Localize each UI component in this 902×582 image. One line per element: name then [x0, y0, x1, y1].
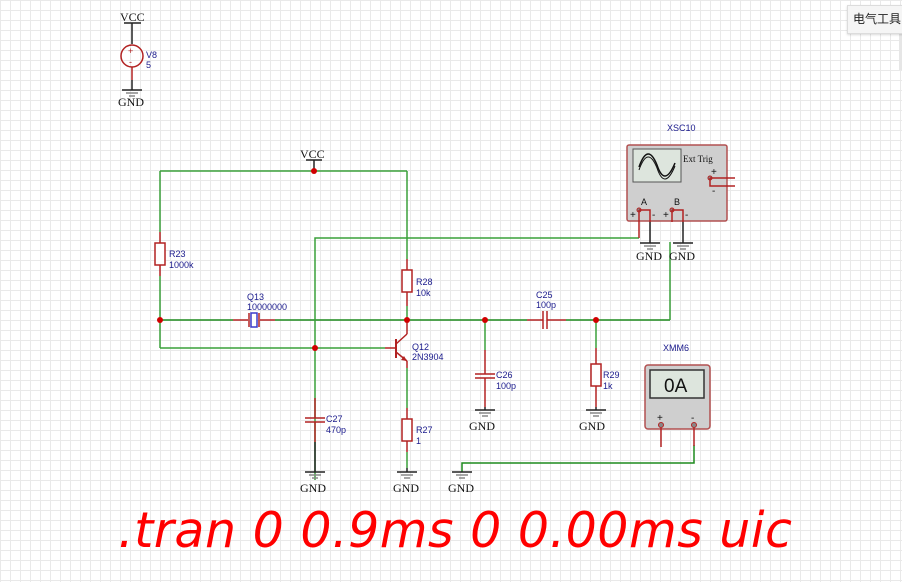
c26-value: 100p	[496, 381, 516, 391]
q12-collector	[395, 333, 408, 345]
c26-ref: C26	[496, 370, 513, 380]
junction-dot	[482, 317, 488, 323]
r27-value: 1	[416, 436, 421, 446]
channel-b-minus: -	[685, 210, 688, 221]
capacitor-c26[interactable]	[475, 350, 495, 407]
junction-dot	[593, 317, 599, 323]
q12-emitter-arrow	[401, 356, 407, 361]
net-label-vcc-2: VCC	[300, 147, 325, 161]
ext-trig-minus: -	[712, 186, 715, 197]
resistor-r27[interactable]	[401, 408, 413, 452]
ground-icon	[452, 471, 472, 479]
wires	[159, 159, 695, 480]
multimeter-xmm6[interactable]	[644, 364, 711, 447]
v8-value: 5	[146, 60, 151, 70]
multimeter-display	[649, 369, 705, 399]
c27-ref: C27	[326, 414, 343, 424]
c25-ref: C25	[536, 290, 553, 300]
wire-multimeter-gnd[interactable]	[461, 445, 695, 472]
ground-icon	[397, 468, 417, 479]
capacitor-c27[interactable]	[305, 398, 325, 442]
ext-trig-lead-minus	[709, 178, 735, 187]
r29-ref: R29	[603, 370, 620, 380]
net-label-gnd-r27: GND	[393, 481, 419, 495]
net-label-gnd-scope-a: GND	[636, 249, 662, 263]
c27-value: 470p	[326, 425, 346, 435]
resistor-icon	[154, 242, 166, 266]
ext-trig-plus: +	[711, 167, 717, 178]
multimeter-minus-terminal[interactable]	[691, 422, 697, 428]
junction-dot	[157, 317, 163, 323]
r23-value: 1000k	[169, 260, 194, 270]
junction-dot	[312, 345, 318, 351]
resistor-r28[interactable]	[401, 259, 413, 306]
r28-ref: R28	[416, 277, 433, 287]
junctions	[157, 168, 599, 351]
q12-ref: Q12	[412, 342, 429, 352]
r29-value: 1k	[603, 381, 613, 391]
sine-wave-shadow	[638, 156, 676, 180]
minus-sign: -	[129, 57, 132, 67]
crystal-q13[interactable]	[233, 312, 275, 328]
multimeter-plus-label: +	[657, 413, 663, 424]
junction-dot	[311, 168, 317, 174]
ground-icon	[475, 407, 495, 417]
resistor-icon	[401, 269, 413, 293]
oscilloscope-xsc10[interactable]	[626, 144, 735, 238]
channel-b-minus-lead	[672, 209, 684, 222]
multimeter-ref: XMM6	[663, 343, 689, 353]
capacitor-c25[interactable]	[527, 311, 566, 329]
net-label-gnd: GND	[118, 95, 144, 109]
resistor-icon	[590, 363, 602, 387]
junction-dot	[404, 317, 410, 323]
q13-ref: Q13	[247, 292, 264, 302]
channel-b-label: B	[674, 197, 680, 207]
r23-ref: R23	[169, 249, 186, 259]
channel-a-minus: -	[652, 210, 655, 221]
channel-a-minus-lead	[639, 209, 651, 222]
channel-a-plus: +	[630, 210, 636, 221]
transistor-q12[interactable]	[385, 320, 408, 368]
net-label-vcc: VCC	[120, 10, 145, 24]
crystal-icon	[250, 312, 258, 328]
wire-scope-a[interactable]	[314, 237, 639, 480]
ext-trig-label: Ext Trig	[683, 154, 713, 164]
electrical-tools-tooltip[interactable]: 电气工具	[847, 5, 902, 34]
net-label-gnd-r29: GND	[579, 419, 605, 433]
q13-value: 10000000	[247, 302, 287, 312]
resistor-r23[interactable]	[154, 232, 166, 276]
sine-wave-icon	[638, 153, 676, 177]
multimeter-plus-terminal[interactable]	[658, 422, 664, 428]
plus-sign: +	[128, 46, 133, 56]
net-label-gnd-c26: GND	[469, 419, 495, 433]
r27-ref: R27	[416, 425, 433, 435]
oscilloscope-ref: XSC10	[667, 123, 696, 133]
net-label-gnd-c27: GND	[300, 481, 326, 495]
multimeter-minus-label: -	[691, 413, 694, 424]
panel-edge	[899, 22, 902, 70]
c25-value: 100p	[536, 300, 556, 310]
channel-b-plus: +	[663, 210, 669, 221]
resistor-icon	[401, 418, 413, 442]
resistor-r29[interactable]	[590, 348, 602, 407]
ground-symbols	[305, 213, 693, 479]
q12-value: 2N3904	[412, 352, 444, 362]
ground-icon	[305, 442, 325, 479]
channel-a-label: A	[641, 197, 647, 207]
spice-directive[interactable]: .tran 0 0.9ms 0 0.00ms uic	[118, 502, 793, 559]
r28-value: 10k	[416, 288, 431, 298]
net-label-gnd-mm: GND	[448, 481, 474, 495]
multimeter-reading: 0A	[664, 376, 688, 397]
net-label-gnd-scope-b: GND	[669, 249, 695, 263]
v8-ref: V8	[146, 50, 157, 60]
v8-source[interactable]: + -	[120, 22, 144, 97]
ground-icon	[586, 407, 606, 417]
